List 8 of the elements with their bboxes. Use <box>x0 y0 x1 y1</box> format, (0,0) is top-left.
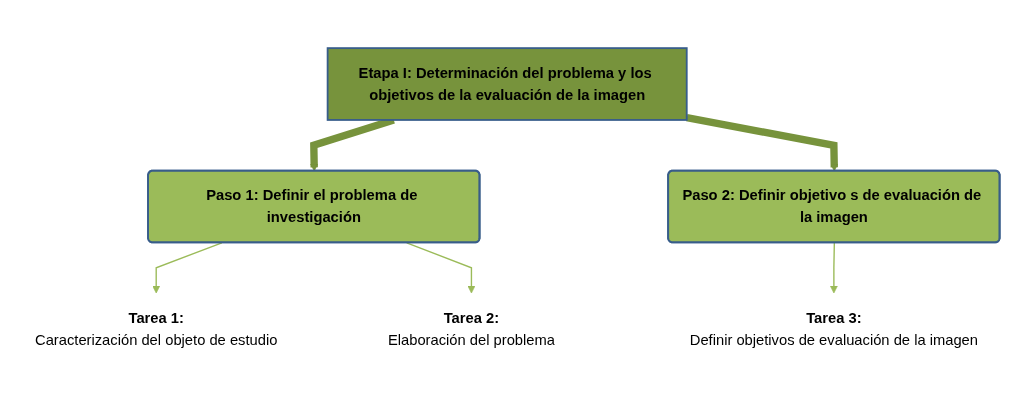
node-box: Etapa I: Determinación del problema y los objetivos de la evaluación de la imagen <box>326 47 688 121</box>
node-text: Tarea 1: Caracterización del objeto de estudio <box>34 309 278 348</box>
node-text: Tarea 2: Elaboración del problema <box>387 309 555 348</box>
arrow <box>152 242 223 294</box>
node-text: Tarea 3: Definir objetivos de evaluación de la imagen <box>689 309 979 348</box>
arrow <box>406 242 476 294</box>
arrow <box>686 114 839 172</box>
arrow <box>829 242 838 294</box>
